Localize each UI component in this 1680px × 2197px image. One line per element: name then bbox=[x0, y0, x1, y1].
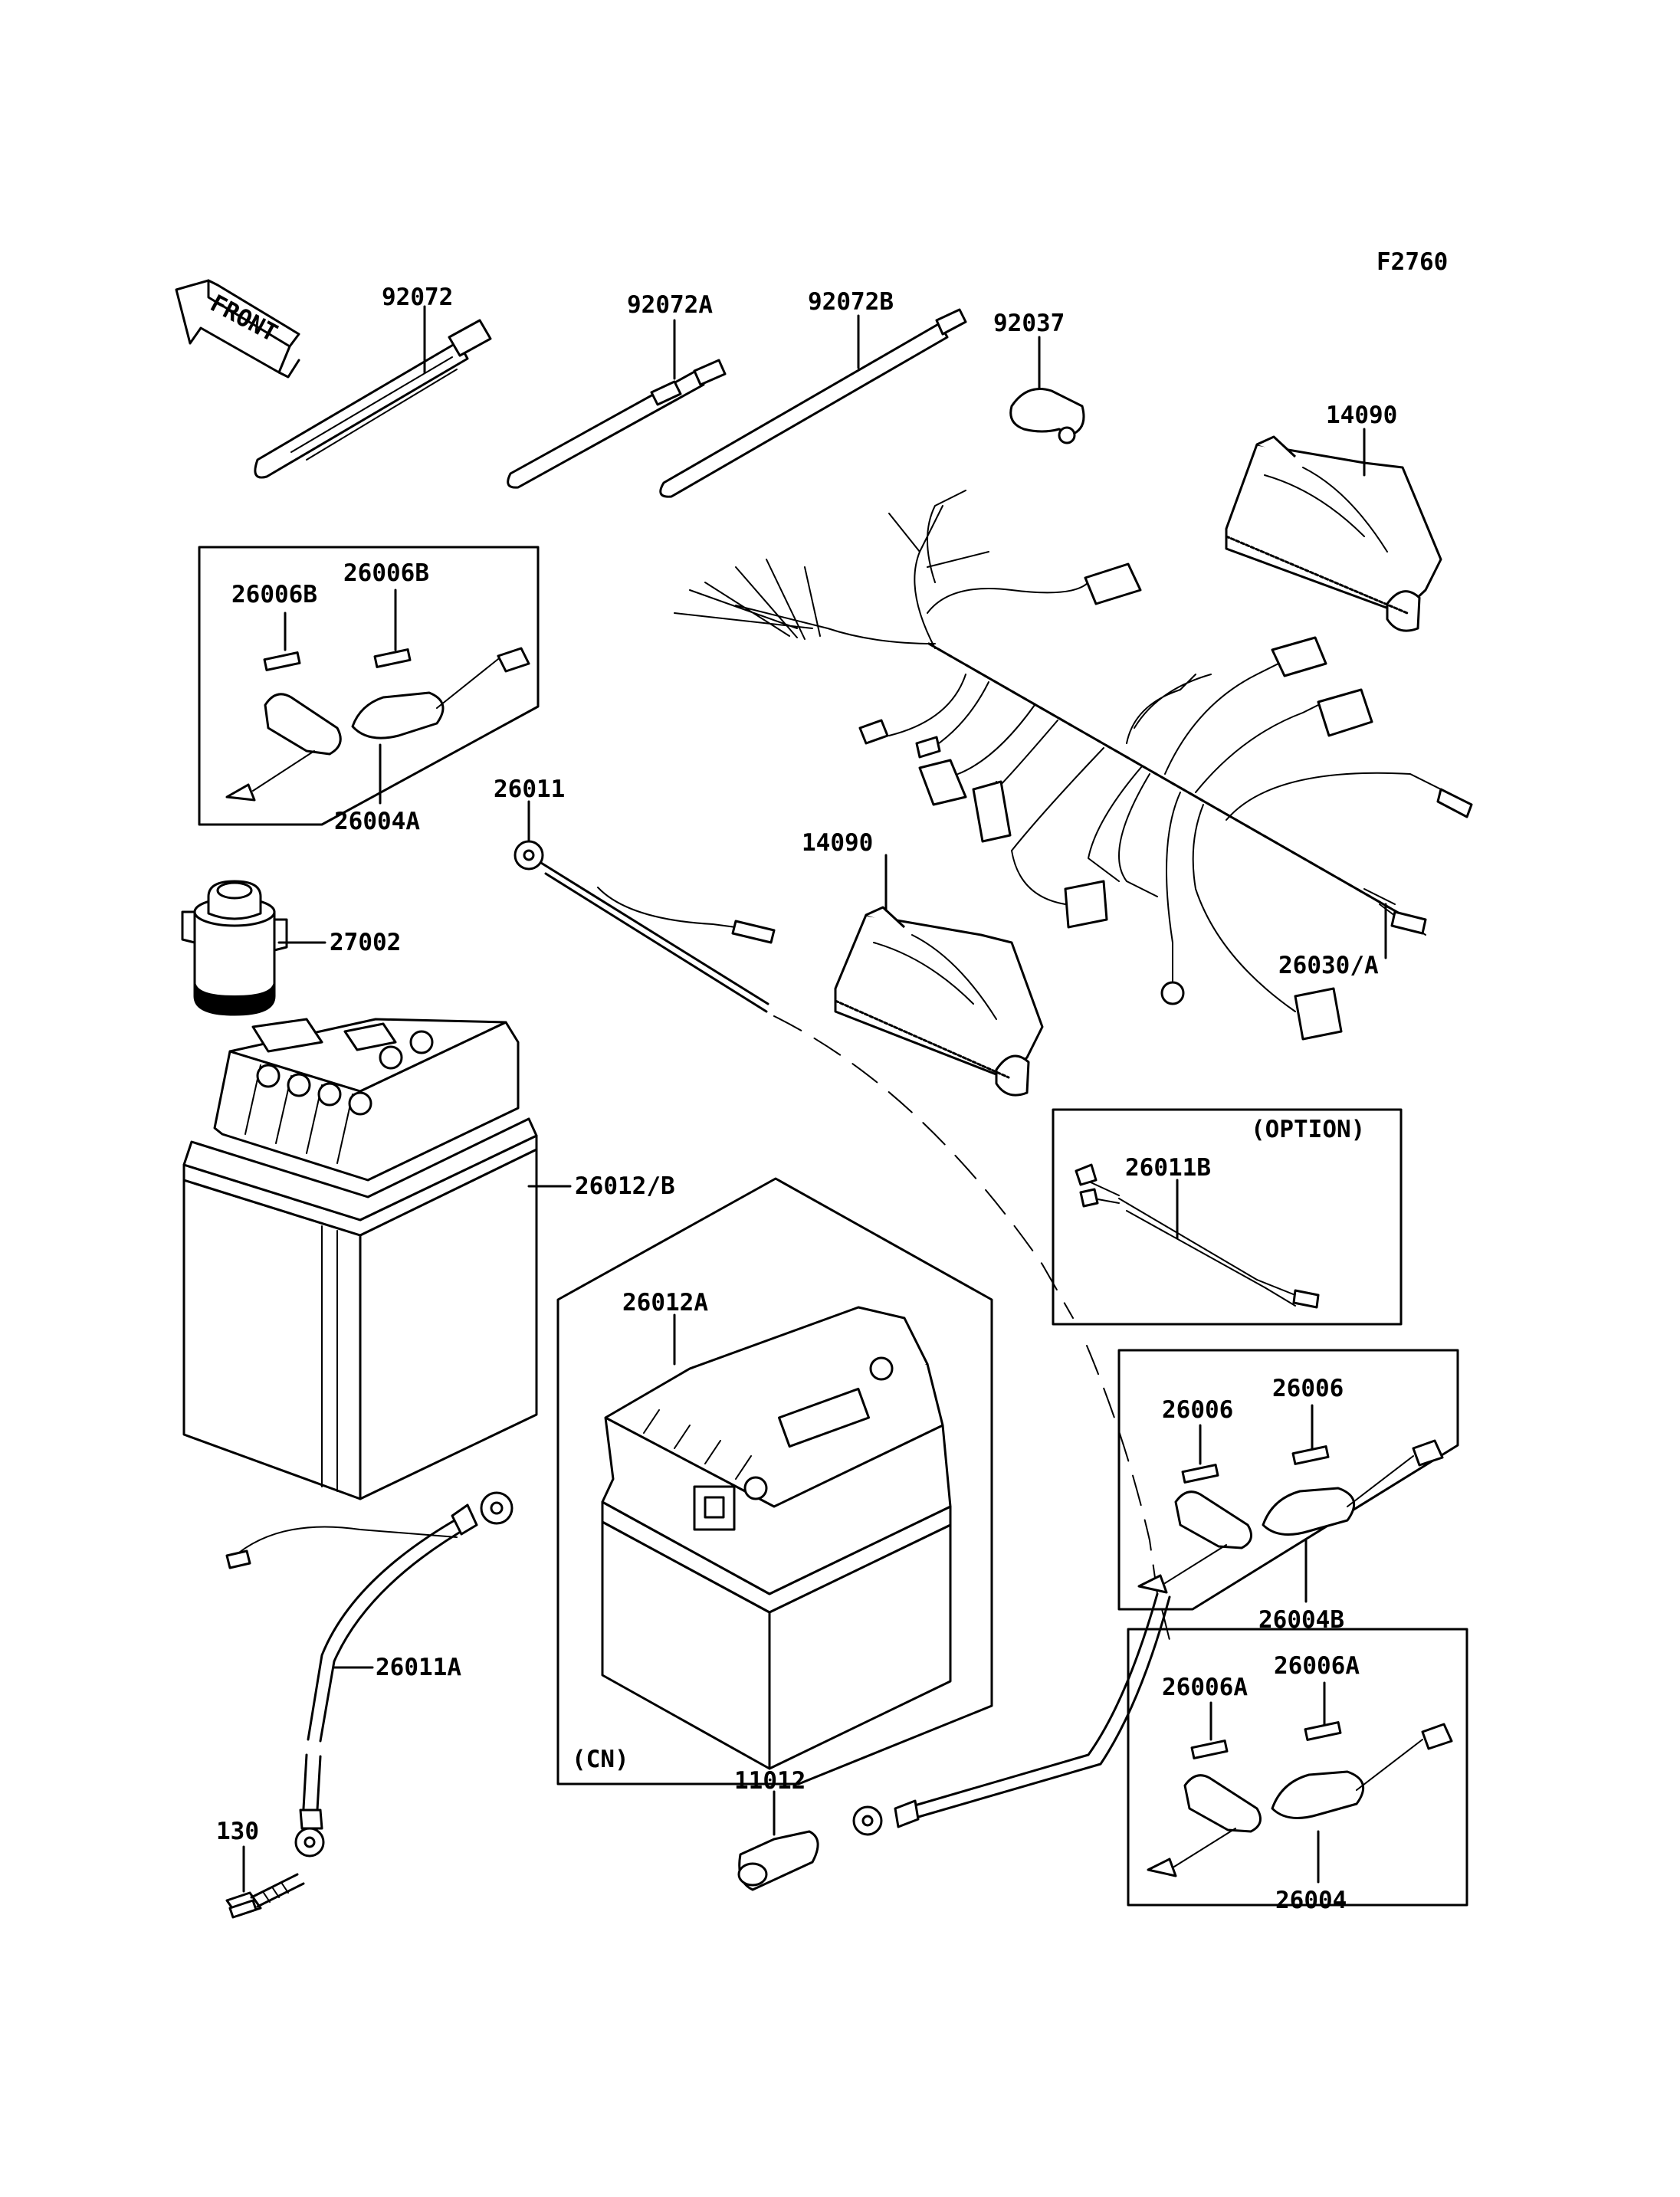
label-92072b: 92072B bbox=[808, 288, 894, 316]
label-option: (OPTION) bbox=[1251, 1116, 1365, 1143]
ground-cable-26011 bbox=[514, 800, 1170, 1641]
cover-14090-top bbox=[1225, 428, 1442, 632]
label-26006b-1: 26006B bbox=[231, 581, 317, 608]
label-26006a-2: 26006A bbox=[1274, 1652, 1360, 1680]
label-26012a: 26012A bbox=[622, 1289, 708, 1317]
fuse-box-26004 bbox=[1127, 1628, 1468, 1907]
label-26012b: 26012/B bbox=[575, 1172, 675, 1200]
figure-code: F2760 bbox=[1376, 248, 1448, 276]
fuse-box-26004a bbox=[198, 546, 540, 826]
label-14090-mid: 14090 bbox=[802, 829, 873, 857]
label-26006-1: 26006 bbox=[1162, 1396, 1233, 1424]
label-14090-top: 14090 bbox=[1326, 402, 1397, 429]
label-cn: (CN) bbox=[572, 1746, 629, 1773]
label-26011a: 26011A bbox=[376, 1654, 461, 1681]
clamp-92037 bbox=[1009, 336, 1085, 444]
label-11012: 11012 bbox=[734, 1767, 806, 1795]
front-arrow-icon: FRONT bbox=[175, 279, 300, 379]
label-27002: 27002 bbox=[330, 929, 401, 956]
label-26006-2: 26006 bbox=[1272, 1375, 1344, 1402]
label-26006b-2: 26006B bbox=[343, 559, 429, 587]
cable-tie-92072a bbox=[507, 319, 727, 489]
starter-relay-27002 bbox=[181, 880, 326, 1016]
label-130: 130 bbox=[216, 1818, 259, 1845]
fuse-box-26004b bbox=[1117, 1349, 1459, 1611]
battery-26012b bbox=[182, 1018, 572, 1500]
terminal-cap-11012 bbox=[737, 1592, 1171, 1891]
cable-tie-92072b bbox=[659, 308, 967, 498]
label-92072a: 92072A bbox=[627, 291, 713, 319]
label-92072: 92072 bbox=[382, 284, 453, 311]
label-26011: 26011 bbox=[494, 776, 565, 803]
label-26006a-1: 26006A bbox=[1162, 1674, 1248, 1701]
bolt-130 bbox=[225, 1845, 305, 1919]
label-26004a: 26004A bbox=[334, 808, 420, 835]
label-26011b: 26011B bbox=[1125, 1154, 1211, 1182]
cable-tie-92072 bbox=[254, 305, 492, 479]
label-92037: 92037 bbox=[993, 310, 1065, 337]
label-26030a: 26030/A bbox=[1278, 952, 1379, 979]
option-box-26011b bbox=[1052, 1108, 1403, 1326]
battery-cable-26011a bbox=[225, 1491, 514, 1858]
wire-harness-26030a bbox=[674, 490, 1473, 1041]
battery-box-26012a-cn bbox=[556, 1177, 993, 1785]
label-26004: 26004 bbox=[1275, 1887, 1347, 1914]
cover-14090-mid bbox=[834, 854, 1044, 1097]
